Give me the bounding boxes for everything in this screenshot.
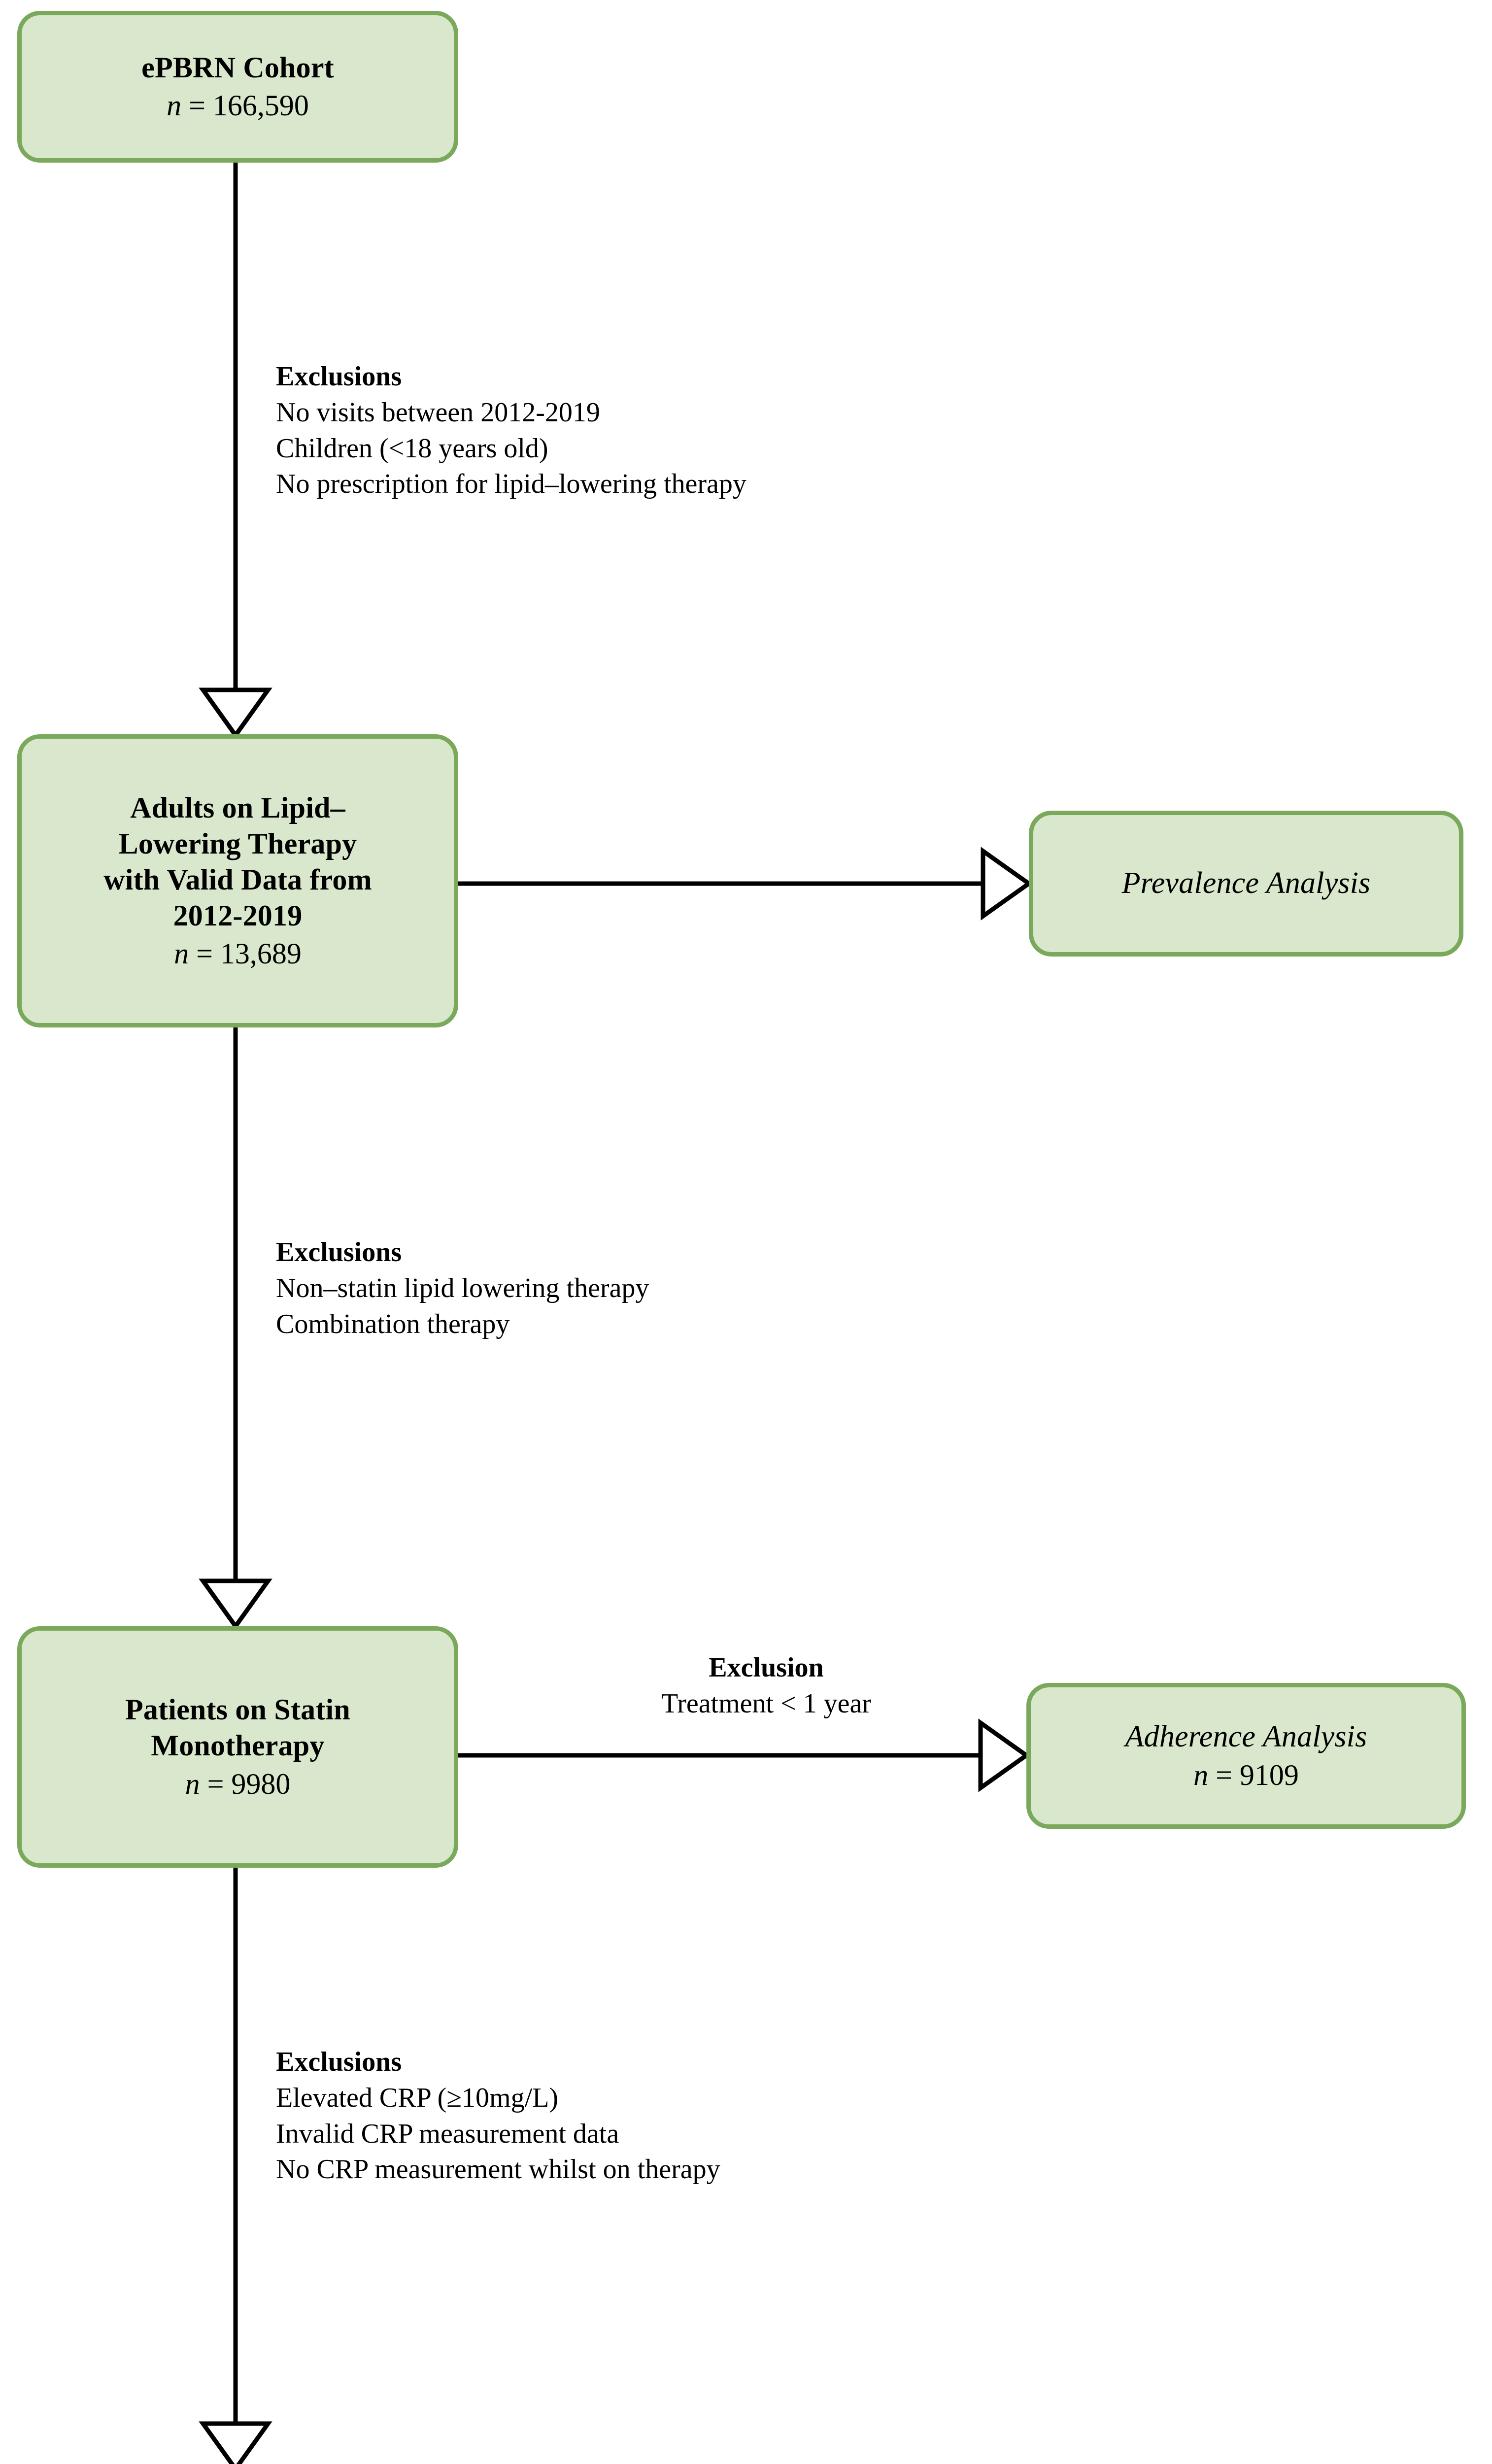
exclusions-3-heading: Exclusions xyxy=(276,2047,402,2077)
n-symbol: n xyxy=(167,89,182,122)
node-statin-title-line: Monotherapy xyxy=(151,1729,325,1762)
node-statin-title: Patients on Statin Monotherapy xyxy=(125,1692,350,1764)
exclusion-adherence-heading: Exclusion xyxy=(709,1652,824,1683)
n-equals: = xyxy=(189,937,220,970)
node-statin-monotherapy[interactable]: Patients on Statin Monotherapy n = 9980 xyxy=(17,1626,458,1868)
n-value: 9109 xyxy=(1239,1759,1299,1792)
n-equals: = xyxy=(1208,1759,1240,1792)
arrowhead-down-adults xyxy=(199,687,272,739)
node-statin-count: n = 9980 xyxy=(185,1766,291,1802)
node-adherence-title: Adherence Analysis xyxy=(1125,1718,1367,1756)
node-adherence-count: n = 9109 xyxy=(1193,1757,1299,1793)
node-cohort-title: ePBRN Cohort xyxy=(141,50,334,86)
n-value: 13,689 xyxy=(220,937,302,970)
n-equals: = xyxy=(200,1767,232,1800)
exclusion-label-adherence: Exclusion Treatment < 1 year xyxy=(586,1650,946,1722)
exclusions-block-3: Exclusions Elevated CRP (≥10mg/L) Invali… xyxy=(276,2044,720,2188)
node-adults-title-line: Adults on Lipid– xyxy=(130,791,345,824)
n-symbol: n xyxy=(1193,1759,1209,1792)
exclusions-3-item: Elevated CRP (≥10mg/L) xyxy=(276,2082,559,2113)
exclusions-3-item: No CRP measurement whilst on therapy xyxy=(276,2154,720,2185)
exclusions-1-item: No prescription for lipid–lowering thera… xyxy=(276,469,746,500)
n-equals: = xyxy=(181,89,213,122)
arrowhead-right-prevalence xyxy=(981,847,1033,921)
exclusions-3-item: Invalid CRP measurement data xyxy=(276,2118,619,2149)
node-adults-title: Adults on Lipid– Lowering Therapy with V… xyxy=(103,790,372,934)
arrowhead-down-statin xyxy=(199,1578,272,1630)
node-adults-title-line: with Valid Data from xyxy=(103,863,372,896)
node-adults-title-line: 2012-2019 xyxy=(173,899,303,932)
node-cohort-title-line: ePBRN Cohort xyxy=(141,51,334,84)
node-adherence-analysis[interactable]: Adherence Analysis n = 9109 xyxy=(1026,1683,1466,1829)
node-prevalence-analysis[interactable]: Prevalence Analysis xyxy=(1029,811,1463,957)
exclusions-1-item: Children (<18 years old) xyxy=(276,433,548,464)
node-adults-count: n = 13,689 xyxy=(174,936,302,972)
node-statin-title-line: Patients on Statin xyxy=(125,1693,350,1726)
exclusions-1-item: No visits between 2012-2019 xyxy=(276,397,600,428)
node-adherence-title-line: Adherence Analysis xyxy=(1125,1719,1367,1753)
node-adults-lipid-lowering[interactable]: Adults on Lipid– Lowering Therapy with V… xyxy=(17,734,458,1027)
exclusions-block-1: Exclusions No visits between 2012-2019 C… xyxy=(276,359,746,502)
node-cohort[interactable]: ePBRN Cohort n = 166,590 xyxy=(17,11,458,163)
exclusions-2-heading: Exclusions xyxy=(276,1237,402,1267)
n-value: 166,590 xyxy=(212,89,309,122)
exclusions-2-item: Combination therapy xyxy=(276,1308,510,1339)
n-symbol: n xyxy=(174,937,189,970)
node-adults-title-line: Lowering Therapy xyxy=(118,827,357,860)
exclusion-adherence-item: Treatment < 1 year xyxy=(661,1688,872,1719)
node-cohort-count: n = 166,590 xyxy=(167,88,309,124)
exclusions-2-item: Non–statin lipid lowering therapy xyxy=(276,1272,649,1303)
n-symbol: n xyxy=(185,1767,200,1800)
node-prevalence-title: Prevalence Analysis xyxy=(1122,865,1371,902)
arrowhead-right-adherence xyxy=(978,1718,1030,1792)
exclusions-1-heading: Exclusions xyxy=(276,361,402,392)
arrowhead-down-crpdata xyxy=(199,2421,272,2464)
n-value: 9980 xyxy=(231,1767,291,1800)
exclusions-block-2: Exclusions Non–statin lipid lowering the… xyxy=(276,1234,649,1342)
node-prevalence-title-line: Prevalence Analysis xyxy=(1121,866,1371,900)
